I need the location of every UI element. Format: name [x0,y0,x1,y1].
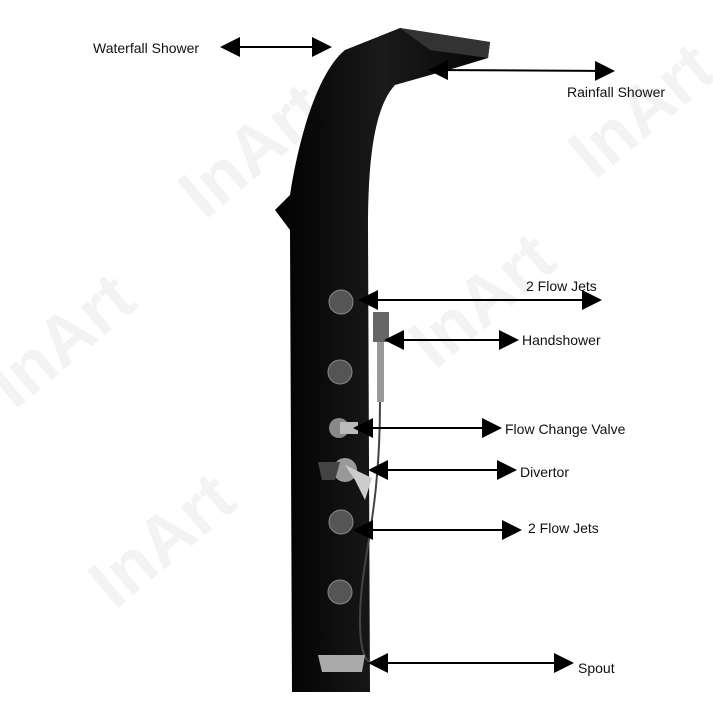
body-jet [327,579,353,605]
arrow-rainfall [428,60,615,81]
label-flow-change-valve: Flow Change Valve [505,421,626,437]
body-jet [327,359,353,385]
label-flow-jets-top: 2 Flow Jets [526,278,597,294]
label-waterfall-shower: Waterfall Shower [93,40,200,56]
body-jet [328,509,354,535]
label-spout: Spout [578,660,615,676]
panel-body [275,28,490,692]
label-divertor: Divertor [520,464,570,480]
label-rainfall-shower: Rainfall Shower [567,84,666,100]
handshower [373,312,389,342]
spout [318,655,365,672]
label-flow-jets-bottom: 2 Flow Jets [528,520,599,536]
body-jet [328,289,354,315]
label-handshower: Handshower [522,332,601,348]
